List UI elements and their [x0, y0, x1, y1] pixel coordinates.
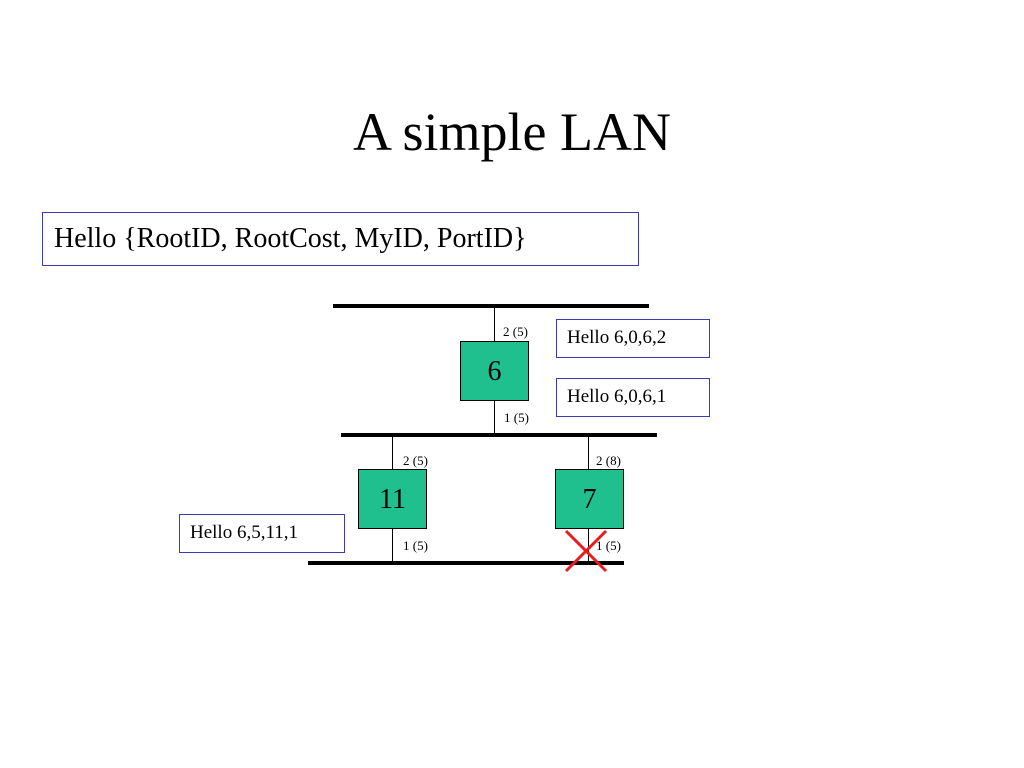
bridge-7: 7 — [555, 469, 624, 529]
bridge-6: 6 — [460, 341, 529, 401]
lan-segment-bottom — [308, 561, 624, 565]
lan-segment-middle — [341, 433, 657, 437]
link-b11-bottom — [392, 528, 393, 562]
link-b7-top — [588, 436, 589, 470]
port-label-b7-top: 2 (8) — [596, 453, 621, 468]
port-label-b11-top: 2 (5) — [403, 453, 428, 468]
link-b7-bottom — [588, 528, 589, 562]
port-label-b6-bottom: 1 (5) — [504, 410, 529, 425]
hello-format-box: Hello {RootID, RootCost, MyID, PortID} — [42, 212, 639, 266]
slide-title: A simple LAN — [353, 102, 671, 162]
port-label-b6-top: 2 (5) — [503, 324, 528, 339]
hello-message-box-3: Hello 6,5,11,1 — [179, 514, 345, 553]
hello-message-box-2: Hello 6,0,6,1 — [556, 378, 710, 417]
link-b6-bottom — [494, 400, 495, 434]
port-label-b11-bottom: 1 (5) — [403, 538, 428, 553]
hello-message-box-1: Hello 6,0,6,2 — [556, 319, 710, 358]
link-b11-top — [392, 436, 393, 470]
lan-segment-top — [333, 304, 649, 308]
blocked-port-x-icon — [564, 529, 608, 573]
port-label-b7-bottom: 1 (5) — [596, 538, 621, 553]
bridge-11: 11 — [358, 469, 427, 529]
link-b6-top — [494, 307, 495, 342]
